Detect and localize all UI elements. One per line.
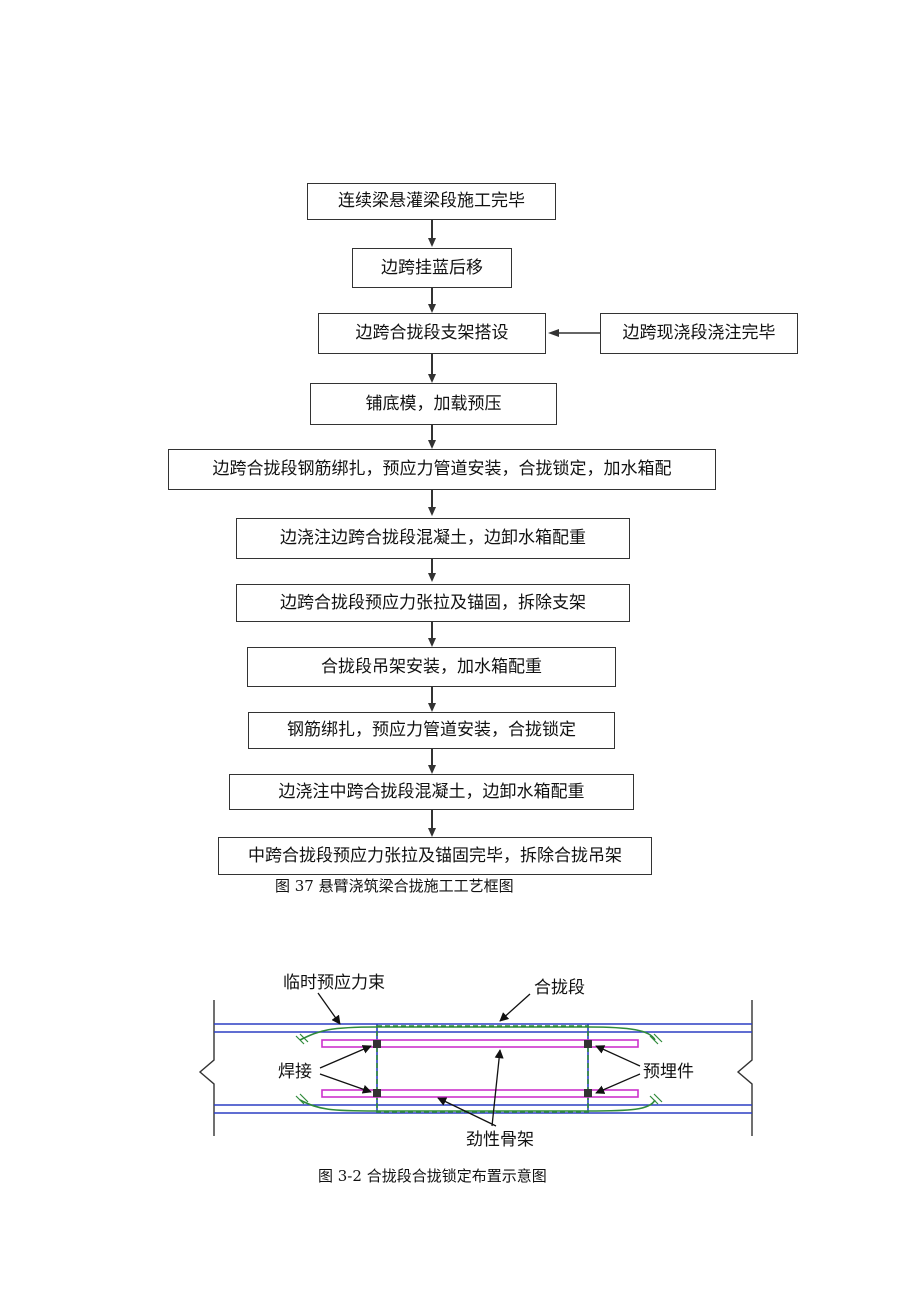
flow-connector <box>431 810 433 829</box>
flow-connector <box>431 425 433 441</box>
flow-arrow-icon <box>428 828 436 837</box>
segment-joints <box>376 1024 589 1113</box>
stiff-skeleton-bars <box>321 1039 639 1098</box>
embedded-parts <box>373 1040 592 1097</box>
flow-arrow-icon <box>428 374 436 383</box>
flow-connector <box>431 749 433 766</box>
beam-flange-lines <box>214 1023 752 1114</box>
flow-connector <box>431 687 433 704</box>
label-weld: 焊接 <box>278 1062 312 1082</box>
flow-connector <box>431 559 433 574</box>
label-temp-tendon: 临时预应力束 <box>283 973 385 993</box>
flow-arrow-icon <box>428 573 436 582</box>
flow-arrow-icon <box>428 765 436 774</box>
flow-side-step: 边跨现浇段浇注完毕 <box>600 313 798 354</box>
flow-step-4: 铺底模，加载预压 <box>310 383 557 425</box>
anchor-marks <box>295 1033 663 1105</box>
flow-step-10: 边浇注中跨合拢段混凝土，边卸水箱配重 <box>229 774 634 810</box>
flowchart-caption: 图 37 悬臂浇筑梁合拢施工工艺框图 <box>275 877 514 895</box>
label-stiff-skeleton: 劲性骨架 <box>466 1130 534 1150</box>
flow-step-9: 钢筋绑扎，预应力管道安装，合拢锁定 <box>248 712 615 749</box>
closure-diagram-caption: 图 3-2 合拢段合拢锁定布置示意图 <box>318 1167 547 1185</box>
flow-connector <box>431 490 433 508</box>
flow-arrow-icon <box>428 238 436 247</box>
closure-segment-outline <box>376 1025 589 1113</box>
flow-step-11: 中跨合拢段预应力张拉及锚固完毕，拆除合拢吊架 <box>218 837 652 875</box>
flow-step-1: 连续梁悬灌梁段施工完毕 <box>307 183 556 220</box>
flow-step-3: 边跨合拢段支架搭设 <box>318 313 546 354</box>
flow-connector <box>431 354 433 375</box>
flow-step-8: 合拢段吊架安装，加水箱配重 <box>247 647 616 687</box>
beam-break-left <box>198 1000 215 1136</box>
flow-step-2: 边跨挂蓝后移 <box>352 248 512 288</box>
flow-connector <box>431 622 433 639</box>
flow-step-6: 边浇注边跨合拢段混凝土，边卸水箱配重 <box>236 518 630 559</box>
flow-arrow-icon <box>428 304 436 313</box>
flow-step-7: 边跨合拢段预应力张拉及锚固，拆除支架 <box>236 584 630 622</box>
leader-lines <box>317 992 641 1127</box>
flow-step-5: 边跨合拢段钢筋绑扎，预应力管道安装，合拢锁定，加水箱配 <box>168 449 716 490</box>
flow-arrow-icon <box>428 703 436 712</box>
side-arrow-icon <box>548 329 600 337</box>
label-closure-segment: 合拢段 <box>534 978 585 998</box>
flow-arrow-icon <box>428 638 436 647</box>
flow-connector <box>431 288 433 305</box>
flow-arrow-icon <box>428 440 436 449</box>
label-embedded-part: 预埋件 <box>643 1062 694 1082</box>
flow-connector <box>431 220 433 239</box>
beam-break-right <box>736 1000 753 1136</box>
temporary-prestress-tendons <box>299 1026 656 1112</box>
flow-arrow-icon <box>428 507 436 516</box>
